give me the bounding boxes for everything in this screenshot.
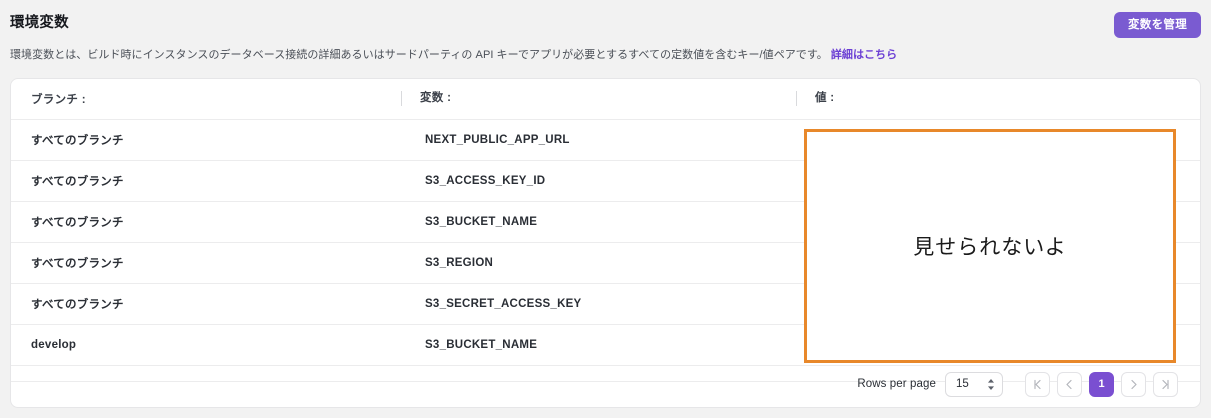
- cell-filler: [11, 365, 405, 382]
- redaction-overlay-text: 見せられないよ: [913, 235, 1067, 259]
- previous-page-button[interactable]: [1057, 371, 1082, 397]
- first-page-button[interactable]: [1025, 371, 1050, 397]
- first-page-icon: [1034, 379, 1041, 389]
- cell-variable: S3_BUCKET_NAME: [405, 324, 800, 366]
- learn-more-link[interactable]: 詳細はこちら: [830, 49, 898, 61]
- cell-variable: S3_ACCESS_KEY_ID: [405, 160, 800, 202]
- cell-branch: すべてのブランチ: [11, 119, 405, 161]
- pagination-bar: Rows per page 15 1: [11, 361, 1200, 407]
- column-header-branch[interactable]: ブランチ :: [11, 79, 405, 120]
- rows-per-page-label: Rows per page: [857, 378, 936, 390]
- cell-branch: develop: [11, 324, 405, 366]
- manage-variables-button[interactable]: 変数を管理: [1114, 12, 1201, 38]
- cell-variable: S3_REGION: [405, 242, 800, 284]
- column-header-value-label: 値 :: [796, 91, 1200, 107]
- redaction-overlay: 見せられないよ: [804, 129, 1176, 363]
- last-page-button[interactable]: [1153, 371, 1178, 397]
- cell-variable: NEXT_PUBLIC_APP_URL: [405, 119, 800, 161]
- stepper-updown-icon: [987, 378, 995, 391]
- column-header-value[interactable]: 値 :: [796, 79, 1200, 120]
- page-header: 環境変数 環境変数とは、ビルド時にインスタンスのデータベース接続の詳細あるいはサ…: [10, 8, 1201, 68]
- table-header: ブランチ : 変数 : 値 :: [11, 79, 1200, 120]
- page-title: 環境変数: [10, 15, 69, 31]
- column-header-branch-label: ブランチ :: [31, 93, 86, 106]
- pager: 1: [1025, 371, 1178, 397]
- page-description-text: 環境変数とは、ビルド時にインスタンスのデータベース接続の詳細あるいはサードパーテ…: [10, 49, 828, 61]
- cell-branch: すべてのブランチ: [11, 201, 405, 243]
- cell-branch: すべてのブランチ: [11, 283, 405, 325]
- chevron-right-icon: [1131, 379, 1137, 389]
- next-page-button[interactable]: [1121, 371, 1146, 397]
- cell-filler: [405, 365, 800, 382]
- rows-per-page-select[interactable]: 15: [945, 371, 1003, 397]
- table-header-row: ブランチ : 変数 : 値 :: [11, 79, 1200, 120]
- last-page-icon: [1162, 379, 1169, 389]
- column-header-variable[interactable]: 変数 :: [401, 79, 800, 120]
- chevron-left-icon: [1066, 379, 1072, 389]
- table-row[interactable]: すべてのブランチ NEXT_PUBLIC_APP_URL: [11, 119, 1200, 161]
- cell-variable: S3_BUCKET_NAME: [405, 201, 800, 243]
- page-description: 環境変数とは、ビルド時にインスタンスのデータベース接続の詳細あるいはサードパーテ…: [10, 46, 897, 62]
- column-header-variable-label: 変数 :: [401, 91, 800, 107]
- cell-variable: S3_SECRET_ACCESS_KEY: [405, 283, 800, 325]
- cell-branch: すべてのブランチ: [11, 242, 405, 284]
- cell-branch: すべてのブランチ: [11, 160, 405, 202]
- rows-per-page-value: 15: [956, 378, 969, 390]
- page-button-current[interactable]: 1: [1089, 371, 1114, 397]
